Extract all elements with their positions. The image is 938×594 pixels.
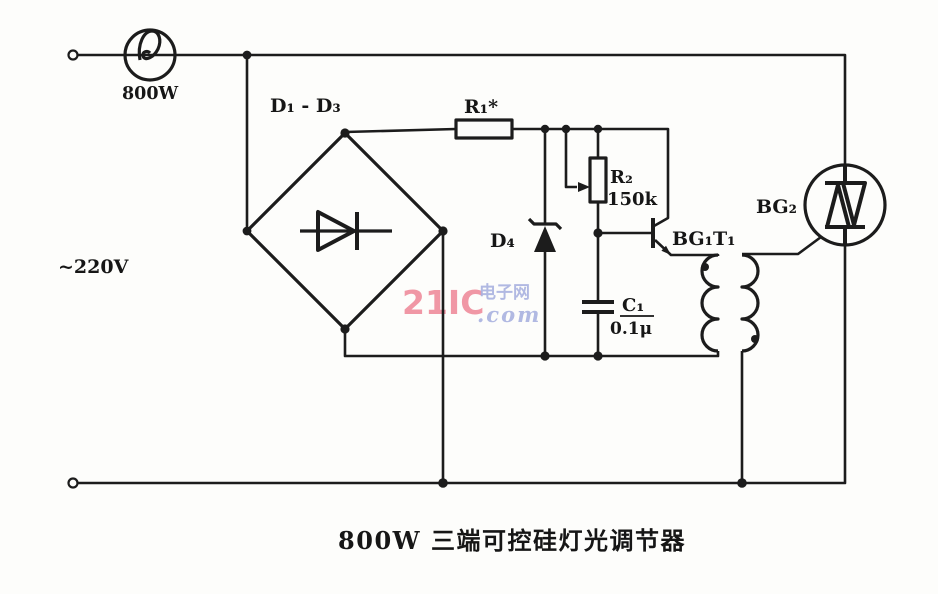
junction-dot (540, 351, 550, 361)
t1-secondary-winding (740, 253, 760, 353)
junction-dot (438, 478, 448, 488)
watermark-domain: .com (477, 302, 541, 327)
capacitor-c1-icon (582, 300, 614, 314)
lamp-power-label: 800W (122, 84, 179, 104)
wire-secondary-to-gate (742, 235, 822, 256)
junction-dot (593, 228, 603, 238)
junction-dot (593, 351, 603, 361)
wire-bottom-rail (77, 245, 847, 485)
r1-label: R₁* (464, 96, 498, 118)
junction-dot (438, 226, 448, 236)
wire-top-rail (77, 53, 847, 165)
bridge-diode-triangle (316, 210, 356, 252)
triac-circle (803, 163, 887, 247)
wires (77, 53, 847, 485)
transistor-emitter-arrow (661, 245, 671, 255)
triac-triangle-up (825, 183, 851, 229)
input-voltage-label: ~220V (58, 256, 130, 278)
zener-triangle (534, 226, 556, 252)
lamp-symbol-icon (123, 28, 177, 82)
wire-r2-wiper (564, 129, 577, 189)
wire-r1-to-collector (512, 127, 670, 228)
lamp-filament (137, 29, 162, 61)
junction-dot (737, 478, 747, 488)
r2-value: 150k (607, 189, 658, 210)
c1-label: C₁ (622, 295, 644, 316)
figure-caption: 800W 三端可控硅灯光调节器 (338, 526, 686, 555)
triac-bg2-icon (803, 163, 887, 247)
junction-dot (340, 128, 350, 138)
bridge-label: D₁ - D₃ (270, 95, 341, 117)
junction-dot (593, 124, 603, 134)
t1-primary-polarity-dot (701, 263, 709, 271)
transistor-bg1-icon (651, 218, 671, 255)
terminal-bottom-icon (67, 477, 79, 489)
terminal-top-icon (67, 49, 79, 61)
pulse-transformer-t1-icon (700, 253, 760, 353)
zener-label: D₄ (490, 230, 515, 252)
junction-dot (242, 50, 252, 60)
r2-wiper-arrow-icon (578, 182, 590, 192)
triac-label: BG₂ (756, 196, 797, 218)
resistor-r1-body (454, 118, 514, 140)
t1-primary-winding (700, 253, 720, 353)
potentiometer-r2 (578, 156, 608, 204)
c1-value: 0.1μ (610, 319, 652, 339)
junction-dot (340, 324, 350, 334)
junction-dot (242, 226, 252, 236)
watermark: 21IC 电子网 .com (402, 282, 541, 327)
zener-diode-d4-icon (527, 217, 563, 252)
junction-dots (242, 50, 747, 488)
watermark-site: 电子网 (479, 282, 530, 303)
wire-bridge-top-to-r1 (344, 127, 457, 134)
junction-dot (561, 124, 571, 134)
resistor-r2-body (588, 156, 608, 204)
junction-dot (540, 124, 550, 134)
triac-triangle-down (841, 181, 867, 227)
r2-label: R₂ (610, 167, 633, 188)
t1-secondary-polarity-dot (751, 335, 759, 343)
zener-cathode-bar (527, 217, 563, 231)
transistor-label: BG₁T₁ (672, 228, 735, 250)
wire-oscillator-bottom-rail (343, 329, 720, 358)
